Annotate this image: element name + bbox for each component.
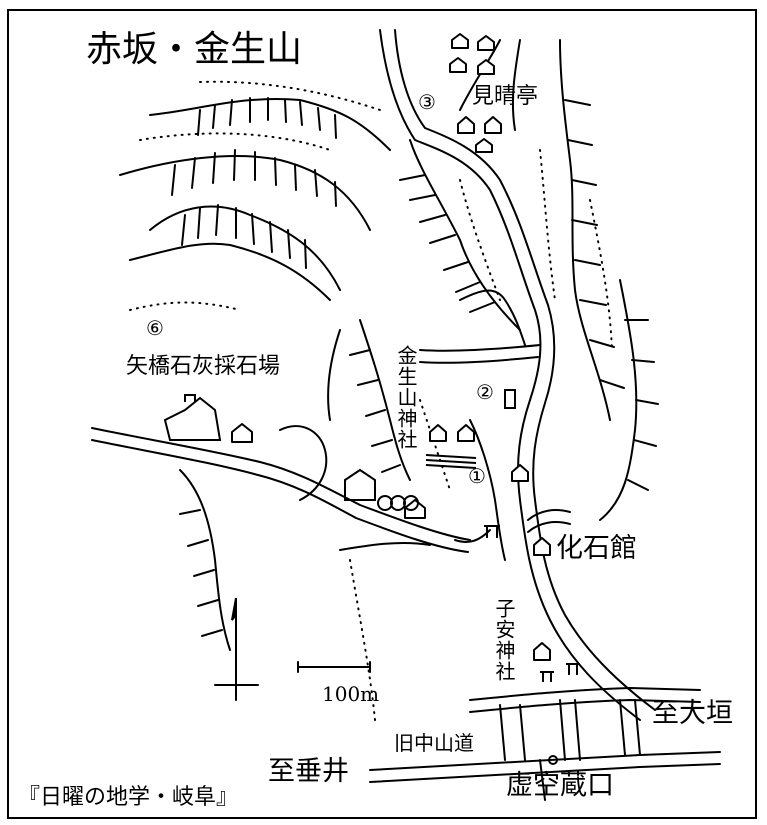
- label-to-ogaki: 至大垣: [652, 698, 733, 729]
- storage-tank: [377, 495, 393, 511]
- ridge-line: [129, 242, 331, 301]
- road: [419, 356, 539, 364]
- road: [369, 751, 721, 771]
- dotted-outline: [459, 179, 501, 301]
- road: [419, 344, 541, 352]
- road: [469, 419, 506, 561]
- road: [469, 687, 701, 701]
- ridge-line: [599, 279, 638, 521]
- road: [327, 329, 341, 421]
- storage-tank: [390, 495, 406, 511]
- site-marker-6: ⑥: [146, 316, 164, 340]
- building-icon: [429, 424, 447, 442]
- shrine-gate: [540, 671, 554, 682]
- ridge-line: [279, 425, 328, 501]
- ridge-line: [459, 289, 526, 346]
- dotted-outline: [539, 149, 556, 301]
- label-koyasu-shrine: 子安神社: [492, 598, 516, 682]
- quarry-plant: [344, 468, 376, 501]
- map-title: 赤坂・金生山: [86, 29, 303, 70]
- building-icon: [477, 35, 495, 51]
- hachure: [564, 99, 625, 389]
- quarry-plant: [163, 396, 222, 441]
- building-icon: [457, 116, 475, 134]
- ridge-line: [511, 39, 521, 131]
- source-credit: 『日曜の地学・岐阜』: [18, 785, 239, 810]
- shrine-gate: [484, 525, 500, 538]
- road: [619, 699, 641, 756]
- dotted-outline: [139, 132, 331, 151]
- building-icon: [451, 33, 469, 49]
- ridge-line: [179, 469, 231, 651]
- label-kokuzo-entrance: 虚空蔵口: [506, 770, 614, 801]
- label-to-tarui: 至垂井: [268, 756, 349, 787]
- building-icon: [484, 116, 502, 134]
- hachure: [197, 97, 337, 139]
- scale-bar-label: 100m: [322, 682, 380, 706]
- site-marker-1: ①: [468, 464, 486, 488]
- shrine-gate: [566, 663, 580, 675]
- label-quarry: 矢橋石灰採石場: [126, 354, 281, 379]
- building-icon: [449, 57, 467, 73]
- label-fossil-museum: 化石館: [556, 533, 637, 564]
- north-arrow-head: [231, 597, 237, 621]
- building-icon: [231, 423, 253, 443]
- hachure: [399, 174, 496, 313]
- label-old-nakasendo: 旧中山道: [394, 731, 474, 755]
- dotted-outline: [589, 199, 613, 351]
- steps: [425, 454, 477, 469]
- storage-tank: [403, 495, 419, 511]
- building-icon: [477, 59, 495, 75]
- quarry-plant: [184, 394, 196, 402]
- road: [91, 439, 469, 553]
- dotted-outline: [349, 559, 376, 721]
- dotted-outline: [129, 301, 241, 311]
- dotted-outline: [419, 399, 451, 491]
- site-marker-3: ③: [418, 90, 436, 114]
- hachure: [179, 509, 223, 637]
- road: [539, 759, 546, 801]
- ridge-line: [359, 319, 411, 481]
- site-marker-2: ②: [476, 380, 494, 404]
- monument: [504, 389, 516, 409]
- label-kenseitei: 見晴亭: [472, 84, 539, 109]
- hachure: [181, 204, 307, 269]
- hachure: [171, 149, 337, 207]
- road: [379, 29, 641, 721]
- ridge-line: [149, 205, 341, 291]
- entrance-marker: [548, 755, 558, 765]
- road: [527, 521, 571, 533]
- ridge-line: [119, 155, 371, 231]
- road: [499, 704, 526, 761]
- scale-bar-line: [297, 661, 371, 673]
- road: [454, 529, 491, 543]
- road: [394, 29, 656, 711]
- building-icon: [511, 464, 529, 482]
- ridge-line: [149, 98, 391, 151]
- map-border: [7, 9, 757, 819]
- building-icon: [457, 424, 475, 442]
- building-icon: [475, 138, 493, 153]
- dotted-outline: [199, 80, 381, 111]
- road: [527, 509, 571, 521]
- building-icon: [533, 642, 551, 661]
- label-kinshozan-shrine: 金生山神社: [394, 345, 418, 450]
- road: [559, 699, 581, 761]
- hachure: [624, 319, 659, 491]
- road: [91, 427, 471, 541]
- road: [369, 763, 721, 783]
- hachure: [349, 349, 401, 473]
- ridge-line: [339, 541, 431, 551]
- ridge-line: [409, 139, 521, 331]
- building-icon: [533, 537, 551, 556]
- ridge-line: [559, 39, 611, 421]
